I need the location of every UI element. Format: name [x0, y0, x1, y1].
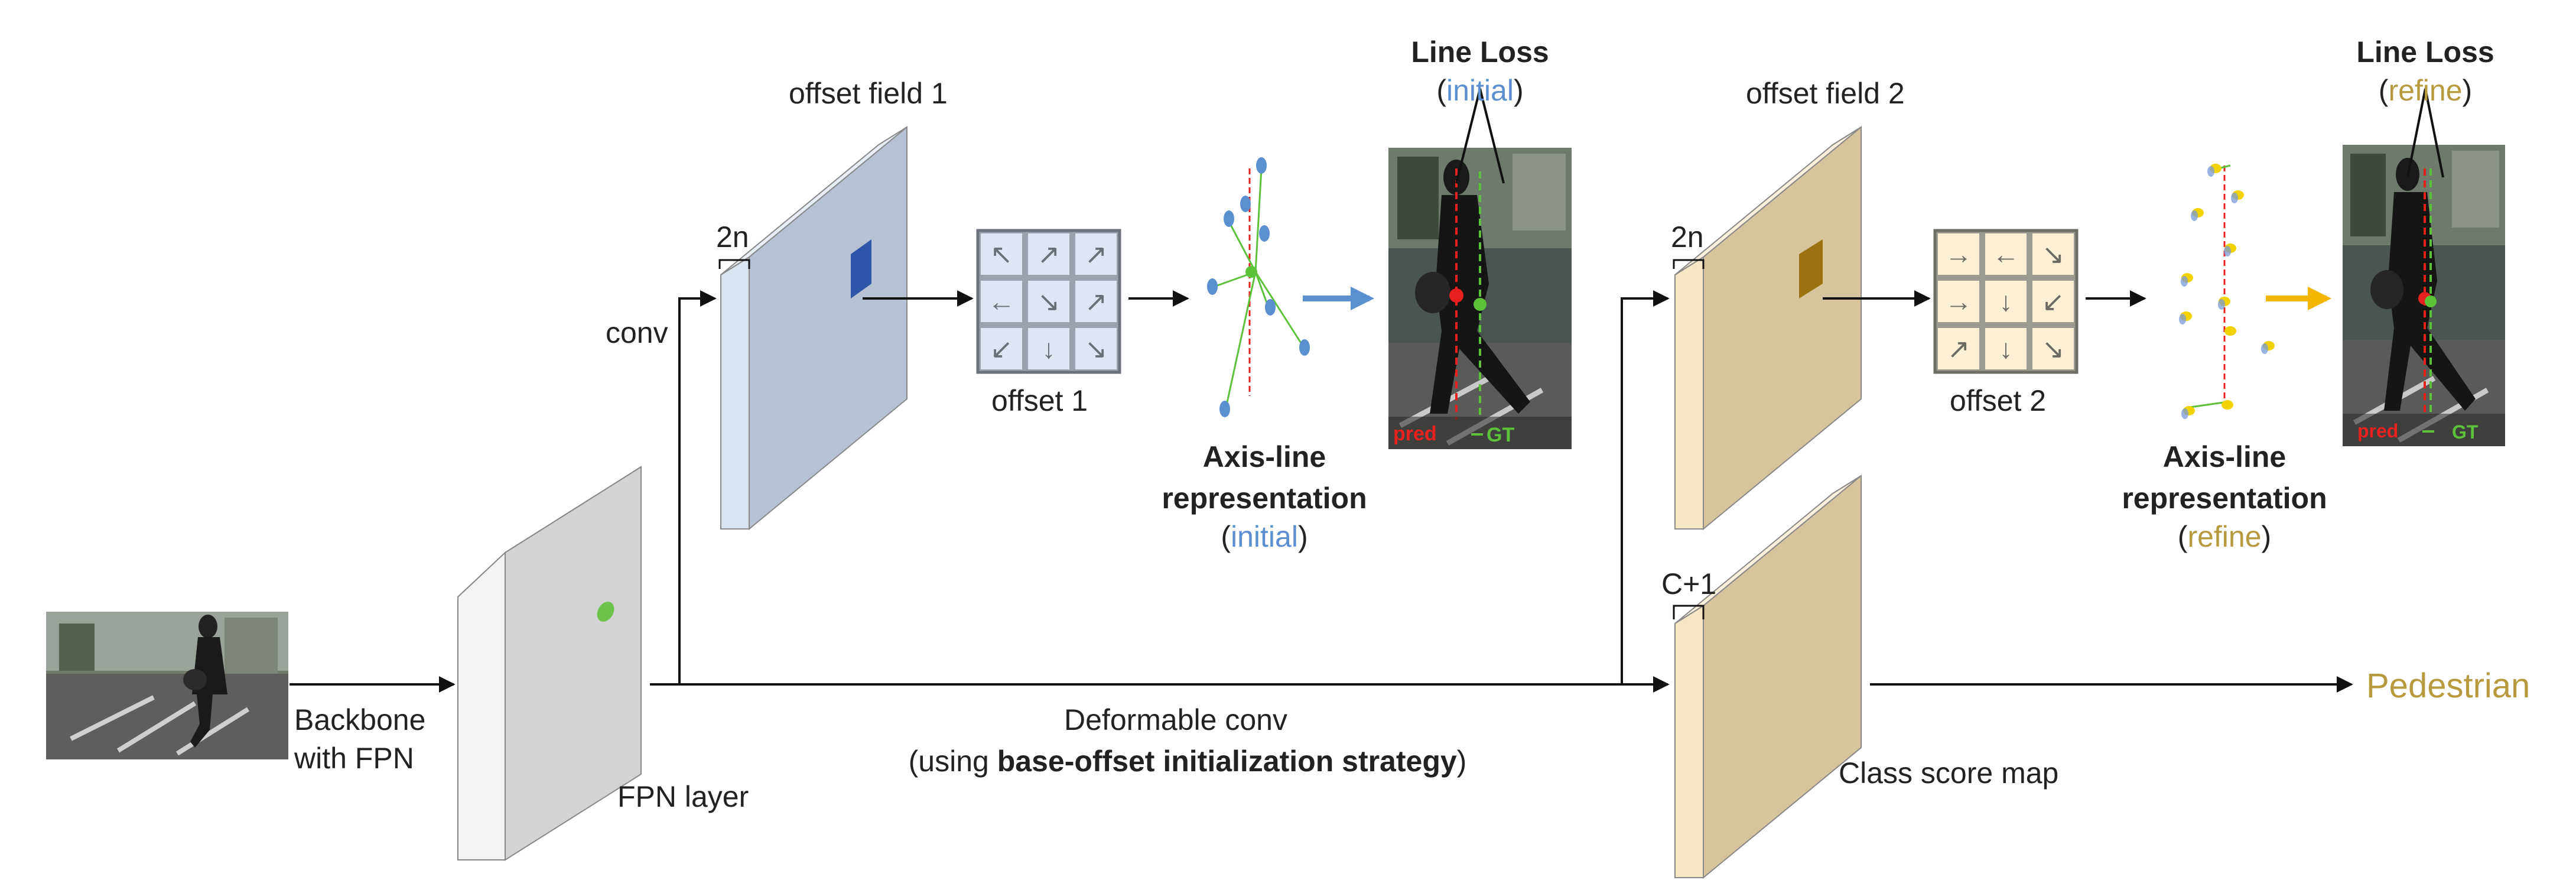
backbone-label-line2: with FPN — [294, 742, 414, 775]
axis-line-initial-title-2: representation — [1162, 482, 1367, 515]
conv-branch-line — [650, 290, 717, 686]
line-loss-refine-title: Line Loss — [2356, 35, 2494, 69]
pedestrian-output-label: Pedestrian — [2366, 667, 2530, 705]
offset-grid-cell — [1985, 233, 2027, 275]
offset-arrow-icon: ↓ — [1042, 333, 1056, 364]
offset-arrow-icon: → — [1945, 239, 1972, 269]
axis-line-figure-initial — [1207, 157, 1310, 417]
dim-bracket-2n-b — [1673, 259, 1705, 269]
offset-arrow-icon: ↗ — [1037, 239, 1061, 269]
deformable-conv-label: Deformable conv — [1064, 703, 1287, 736]
offset-arrow-icon: ↓ — [1999, 333, 2013, 364]
offset-grid-cell — [2032, 233, 2074, 275]
dim-c1-label: C+1 — [1661, 567, 1716, 600]
offset-arrow-icon: ↘ — [2042, 333, 2065, 364]
pedestrian-crop-initial: pred GT — [1388, 148, 1572, 449]
offset-arrow-icon: ↙ — [990, 333, 1013, 364]
line-loss-bracket-refine — [2406, 88, 2444, 178]
axis-line-refine-title: Axis-line — [2163, 440, 2286, 473]
offset-field-2-label: offset field 2 — [1746, 77, 1905, 110]
axis-line-initial-title: Axis-line — [1203, 440, 1326, 473]
offset-grid-cell — [1075, 281, 1117, 322]
conv-branch-line-2 — [1621, 290, 1670, 684]
conv-label: conv — [606, 316, 668, 349]
class-score-map-label: Class score map — [1839, 756, 2058, 790]
offset-arrow-icon: ↘ — [1037, 286, 1061, 317]
fpn-layer-label: FPN layer — [617, 780, 749, 813]
offset-grid-cell — [1028, 328, 1069, 369]
class-score-map-block — [1674, 474, 1862, 879]
offset-arrow-icon: ← — [1992, 239, 2019, 269]
offset-grid-cell — [1028, 233, 1069, 275]
offset-1-label: offset 1 — [991, 384, 1088, 417]
line-loss-initial-title: Line Loss — [1411, 35, 1549, 69]
offset-arrow-icon: ↘ — [2042, 239, 2065, 269]
offset-arrow-icon: → — [1945, 286, 1972, 317]
offset-field-1-block — [720, 125, 908, 531]
dim-2n-label-a: 2n — [716, 220, 749, 254]
offset-arrow-icon: ↗ — [1947, 333, 1970, 364]
pred-label-2: pred — [2357, 420, 2398, 441]
offset-cell-marker — [851, 239, 871, 298]
gt-label-1: GT — [1487, 424, 1514, 446]
offset-arrow-icon: ← — [988, 286, 1015, 317]
offset-grid-cell — [1938, 328, 1979, 369]
offset-arrow-icon: ↙ — [2042, 286, 2065, 317]
offset-grid-cell — [981, 328, 1022, 369]
offset-arrow-icon: ↘ — [1085, 333, 1108, 364]
line-loss-initial-tag: (initial) — [1436, 74, 1523, 107]
offset-arrow-icon: ↗ — [1085, 286, 1108, 317]
pred-label-1: pred — [1393, 423, 1437, 445]
offset-cell-marker-2 — [1799, 239, 1823, 298]
offset-grid-cell — [1985, 328, 2027, 369]
offset-field-2-block — [1674, 125, 1862, 531]
axis-line-figure-refine — [2179, 164, 2275, 419]
offset-grid-cell — [1938, 281, 1979, 322]
axis-line-initial-tag: (initial) — [1221, 520, 1307, 553]
offset-2-label: offset 2 — [1950, 384, 2046, 417]
offset-grid-cell — [1028, 281, 1069, 322]
dim-2n-label-b: 2n — [1671, 220, 1704, 254]
offset-arrow-icon: ↖ — [990, 239, 1013, 269]
dim-bracket-2n-a — [718, 259, 750, 269]
offset-grid-cell — [1075, 233, 1117, 275]
offset-grid-cell — [2032, 328, 2074, 369]
offset-grid-cell — [1985, 281, 2027, 322]
offset-grid-cell — [1075, 328, 1117, 369]
line-loss-bracket-initial — [1455, 88, 1505, 184]
pedestrian-crop-refine: pred GT — [2343, 145, 2505, 446]
offset-grid-2: → ← ↘ → ↓ ↙ ↗ ↓ ↘ — [1933, 229, 2079, 374]
input-image — [46, 612, 288, 759]
offset-grid-cell — [2032, 281, 2074, 322]
gt-label-2: GT — [2452, 421, 2479, 443]
line-loss-refine-tag: (refine) — [2379, 74, 2472, 107]
backbone-label-line1: Backbone — [294, 703, 425, 736]
offset-grid-1: ↖ ↗ ↗ ← ↘ ↗ ↙ ↓ ↘ — [976, 229, 1121, 374]
offset-grid-cell — [981, 281, 1022, 322]
strategy-label: (using base-offset initialization strate… — [909, 745, 1467, 778]
offset-arrow-icon: ↗ — [1085, 239, 1108, 269]
offset-grid-cell — [1938, 233, 1979, 275]
offset-grid-cell — [981, 233, 1022, 275]
offset-arrow-icon: ↓ — [1999, 286, 2013, 317]
dim-bracket-c1 — [1673, 605, 1705, 619]
axis-line-refine-title-2: representation — [2122, 482, 2327, 515]
fpn-layer-block — [457, 466, 642, 861]
offset-field-1-label: offset field 1 — [789, 77, 948, 110]
axis-line-refine-tag: (refine) — [2178, 520, 2271, 553]
feature-point-marker — [597, 602, 614, 622]
